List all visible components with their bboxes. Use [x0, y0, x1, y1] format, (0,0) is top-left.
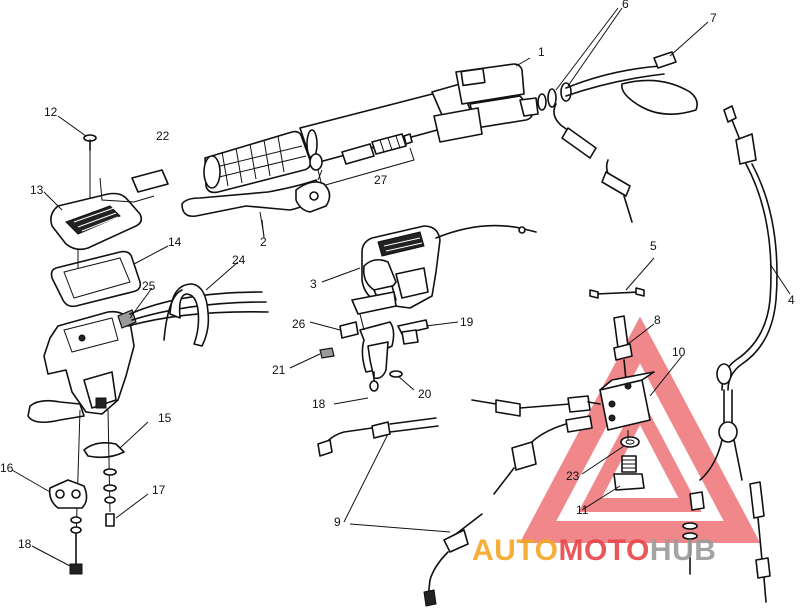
callout-1: 1: [538, 45, 545, 59]
throttle-switch-housing: [319, 224, 537, 392]
callout-14: 14: [168, 235, 182, 249]
callout-9: 9: [334, 515, 341, 529]
callout-13: 13: [30, 183, 44, 197]
left-master-cylinder-assembly: [27, 134, 269, 575]
watermark-part-hub: HUB: [650, 534, 717, 567]
callout-15: 15: [158, 411, 172, 425]
watermark-part-moto: MOTO: [558, 534, 649, 567]
callout-22: 22: [156, 129, 170, 143]
callout-11: 11: [576, 503, 589, 517]
callout-19: 19: [460, 315, 474, 329]
watermark-logo: [519, 316, 761, 543]
callout-18-left: 18: [18, 537, 32, 551]
leader-lines: [11, 57, 791, 567]
callout-6: 6: [622, 0, 629, 11]
callout-20: 20: [418, 387, 432, 401]
callout-5: 5: [650, 239, 657, 253]
callout-10: 10: [672, 345, 686, 359]
callout-4: 4: [788, 293, 795, 307]
callout-23: 23: [566, 469, 580, 483]
callout-25: 25: [142, 279, 156, 293]
callout-8: 8: [654, 313, 661, 327]
svg-text:AUTOMOTOHUB: AUTOMOTOHUB: [472, 534, 716, 567]
handlebar-grip-assembly: [181, 7, 709, 237]
watermark-wordmark: AUTOMOTOHUB: [472, 534, 716, 567]
callout-3: 3: [310, 277, 317, 291]
callout-12: 12: [44, 105, 58, 119]
throttle-cable-assembly: [682, 105, 778, 603]
callout-27: 27: [374, 173, 388, 187]
callout-16: 16: [0, 461, 14, 475]
callout-18-center: 18: [312, 397, 326, 411]
callout-24: 24: [232, 253, 246, 267]
callout-21: 21: [272, 363, 286, 377]
callout-labels: 1 2 3 4 5 6 7 8 9 10 11 12 13 14 15 16 1…: [0, 0, 795, 551]
callout-17: 17: [152, 483, 166, 497]
brake-junction-block: [471, 287, 655, 495]
watermark-part-auto: AUTO: [472, 534, 558, 567]
brake-hose-assembly: [317, 417, 483, 607]
callout-26: 26: [292, 317, 306, 331]
callout-7: 7: [710, 11, 717, 25]
callout-2: 2: [260, 235, 267, 249]
